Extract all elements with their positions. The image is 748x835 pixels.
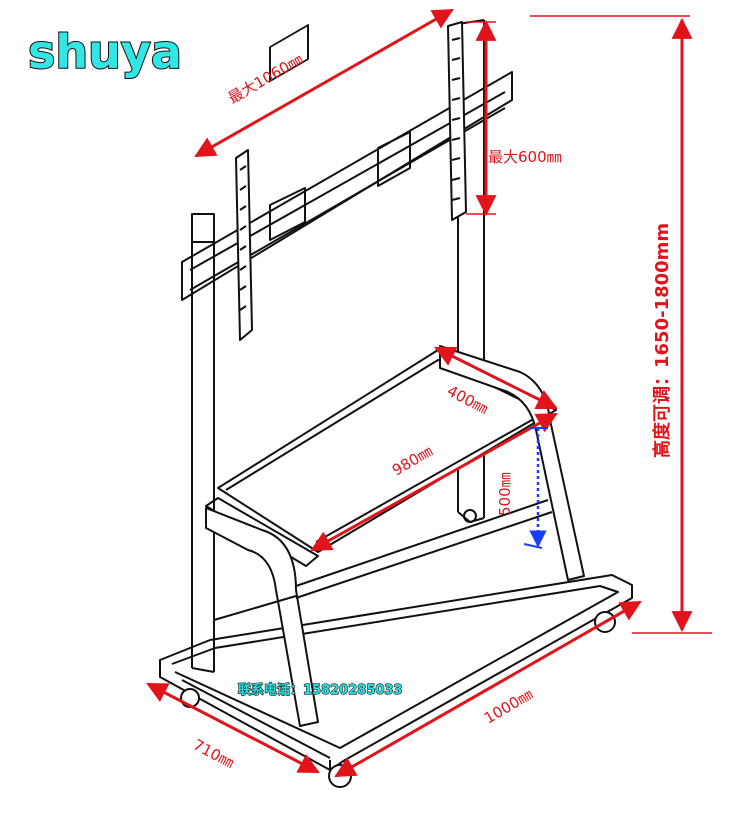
left-column bbox=[191, 213, 215, 673]
label-total-height: 高度可调：1650-1800mm bbox=[651, 223, 673, 458]
dim-line-base-length bbox=[334, 600, 642, 778]
left-bracket bbox=[235, 149, 253, 341]
dim-line-shelf-depth bbox=[434, 346, 558, 410]
label-base-width: 710㎜ bbox=[190, 736, 237, 772]
dim-line-shelf-width bbox=[310, 412, 558, 552]
right-column bbox=[457, 19, 485, 523]
label-mount-height: 最大600㎜ bbox=[488, 148, 562, 166]
contact-phone: 联系电话：15820285033 bbox=[238, 682, 403, 698]
dim-line-base-width bbox=[146, 682, 320, 774]
brand-logo: shuya bbox=[28, 25, 182, 79]
shelf-height-guide bbox=[523, 427, 548, 549]
right-bracket bbox=[447, 21, 467, 221]
label-shelf-height: 500㎜ bbox=[496, 472, 514, 516]
dimension-lines bbox=[146, 8, 712, 778]
label-base-length: 1000㎜ bbox=[481, 685, 536, 727]
dim-line-mount-width bbox=[194, 8, 454, 158]
